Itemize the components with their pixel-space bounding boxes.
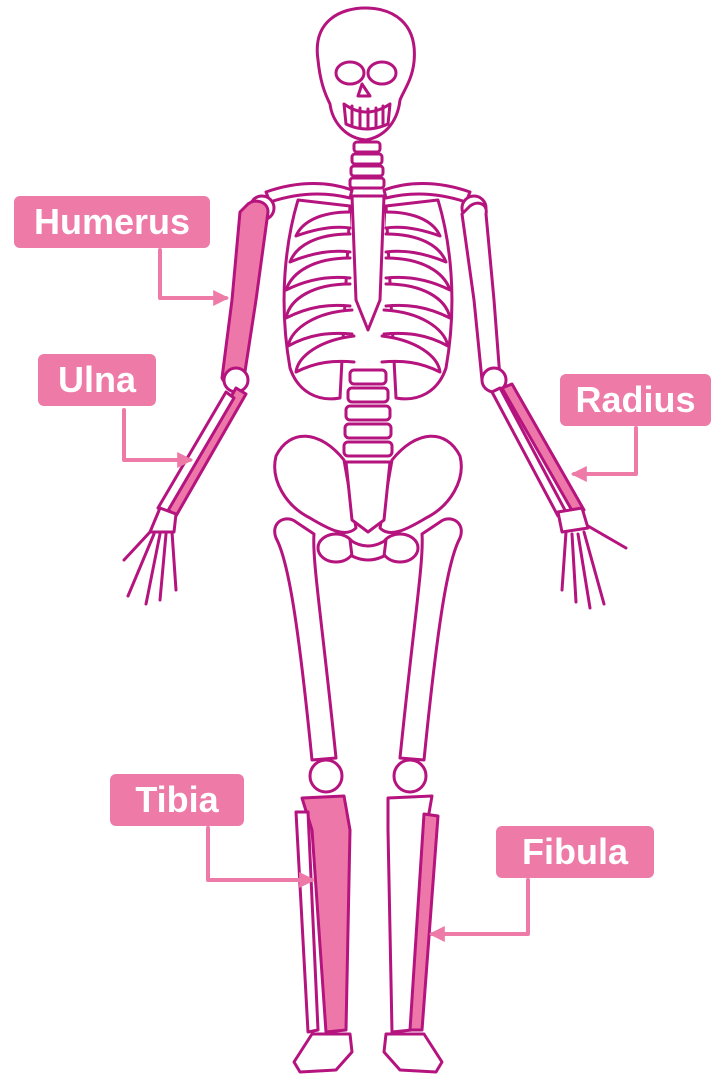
radius-leader <box>574 428 636 474</box>
humerus-label: Humerus <box>14 196 210 248</box>
tibia-label: Tibia <box>110 774 244 826</box>
right-foot <box>384 1034 442 1072</box>
neck-vertebrae <box>350 142 384 188</box>
fibula-leader <box>432 880 528 934</box>
left-leg <box>275 519 352 1072</box>
humerus-left <box>222 201 268 385</box>
skull <box>317 8 414 140</box>
radius-label: Radius <box>560 374 711 426</box>
humerus-leader <box>160 250 226 298</box>
lumbar-vertebrae <box>344 370 392 456</box>
right-leg <box>384 519 461 1072</box>
ulna-label: Ulna <box>38 354 156 406</box>
fibula-label: Fibula <box>496 826 654 878</box>
ulna-left <box>168 388 246 516</box>
ulna-leader <box>124 410 190 460</box>
rib-cage <box>284 196 452 399</box>
right-hand <box>558 508 626 608</box>
left-foot <box>294 1034 352 1072</box>
left-hand <box>124 508 176 604</box>
